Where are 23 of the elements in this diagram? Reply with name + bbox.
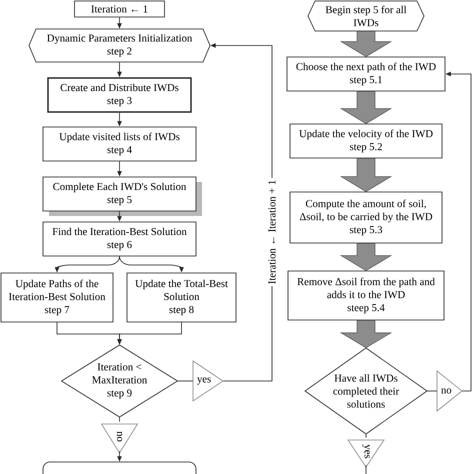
block-arrow	[340, 91, 392, 124]
process-box: Update the Total-Best Solution step 8	[126, 272, 236, 322]
process-box: Update Paths of the Iteration-Best Solution step 7	[0, 272, 114, 322]
process-box: Choose the next path of the IWD step 5.1	[286, 56, 446, 92]
process-box: Complete Each IWD's Solution step 5	[42, 176, 202, 216]
connector-line	[177, 380, 194, 382]
process-box: Update the velocity of the IWD step 5.2	[290, 124, 442, 158]
process-box: Iteration ← 1	[74, 0, 165, 18]
terminal-box	[42, 462, 196, 474]
connector-line	[426, 390, 438, 392]
hexagon-box: Dynamic Parameters Initialization step 2	[28, 28, 210, 62]
connector-line	[119, 416, 120, 422]
edge-label: Iteration ← Iteration + 1	[266, 178, 278, 286]
hexagon-box: Begin step 5 for all IWDs	[308, 0, 424, 32]
process-box: Find the Iteration-Best Solution step 6	[42, 222, 196, 256]
block-arrow	[340, 243, 392, 271]
process-box: Update visited lists of IWDs step 4	[42, 126, 196, 162]
block-arrow	[340, 30, 392, 57]
process-box: Create and Distribute IWDs step 3	[47, 77, 192, 113]
process-box: Remove Δsoil from the path and adds it to the IWD steep 5.4	[288, 270, 444, 320]
process-box: Compute the amount of soil, Δsoil, to be carried by the IWD step 5.3	[290, 192, 442, 244]
block-arrow	[340, 158, 392, 192]
block-arrow	[340, 320, 392, 348]
